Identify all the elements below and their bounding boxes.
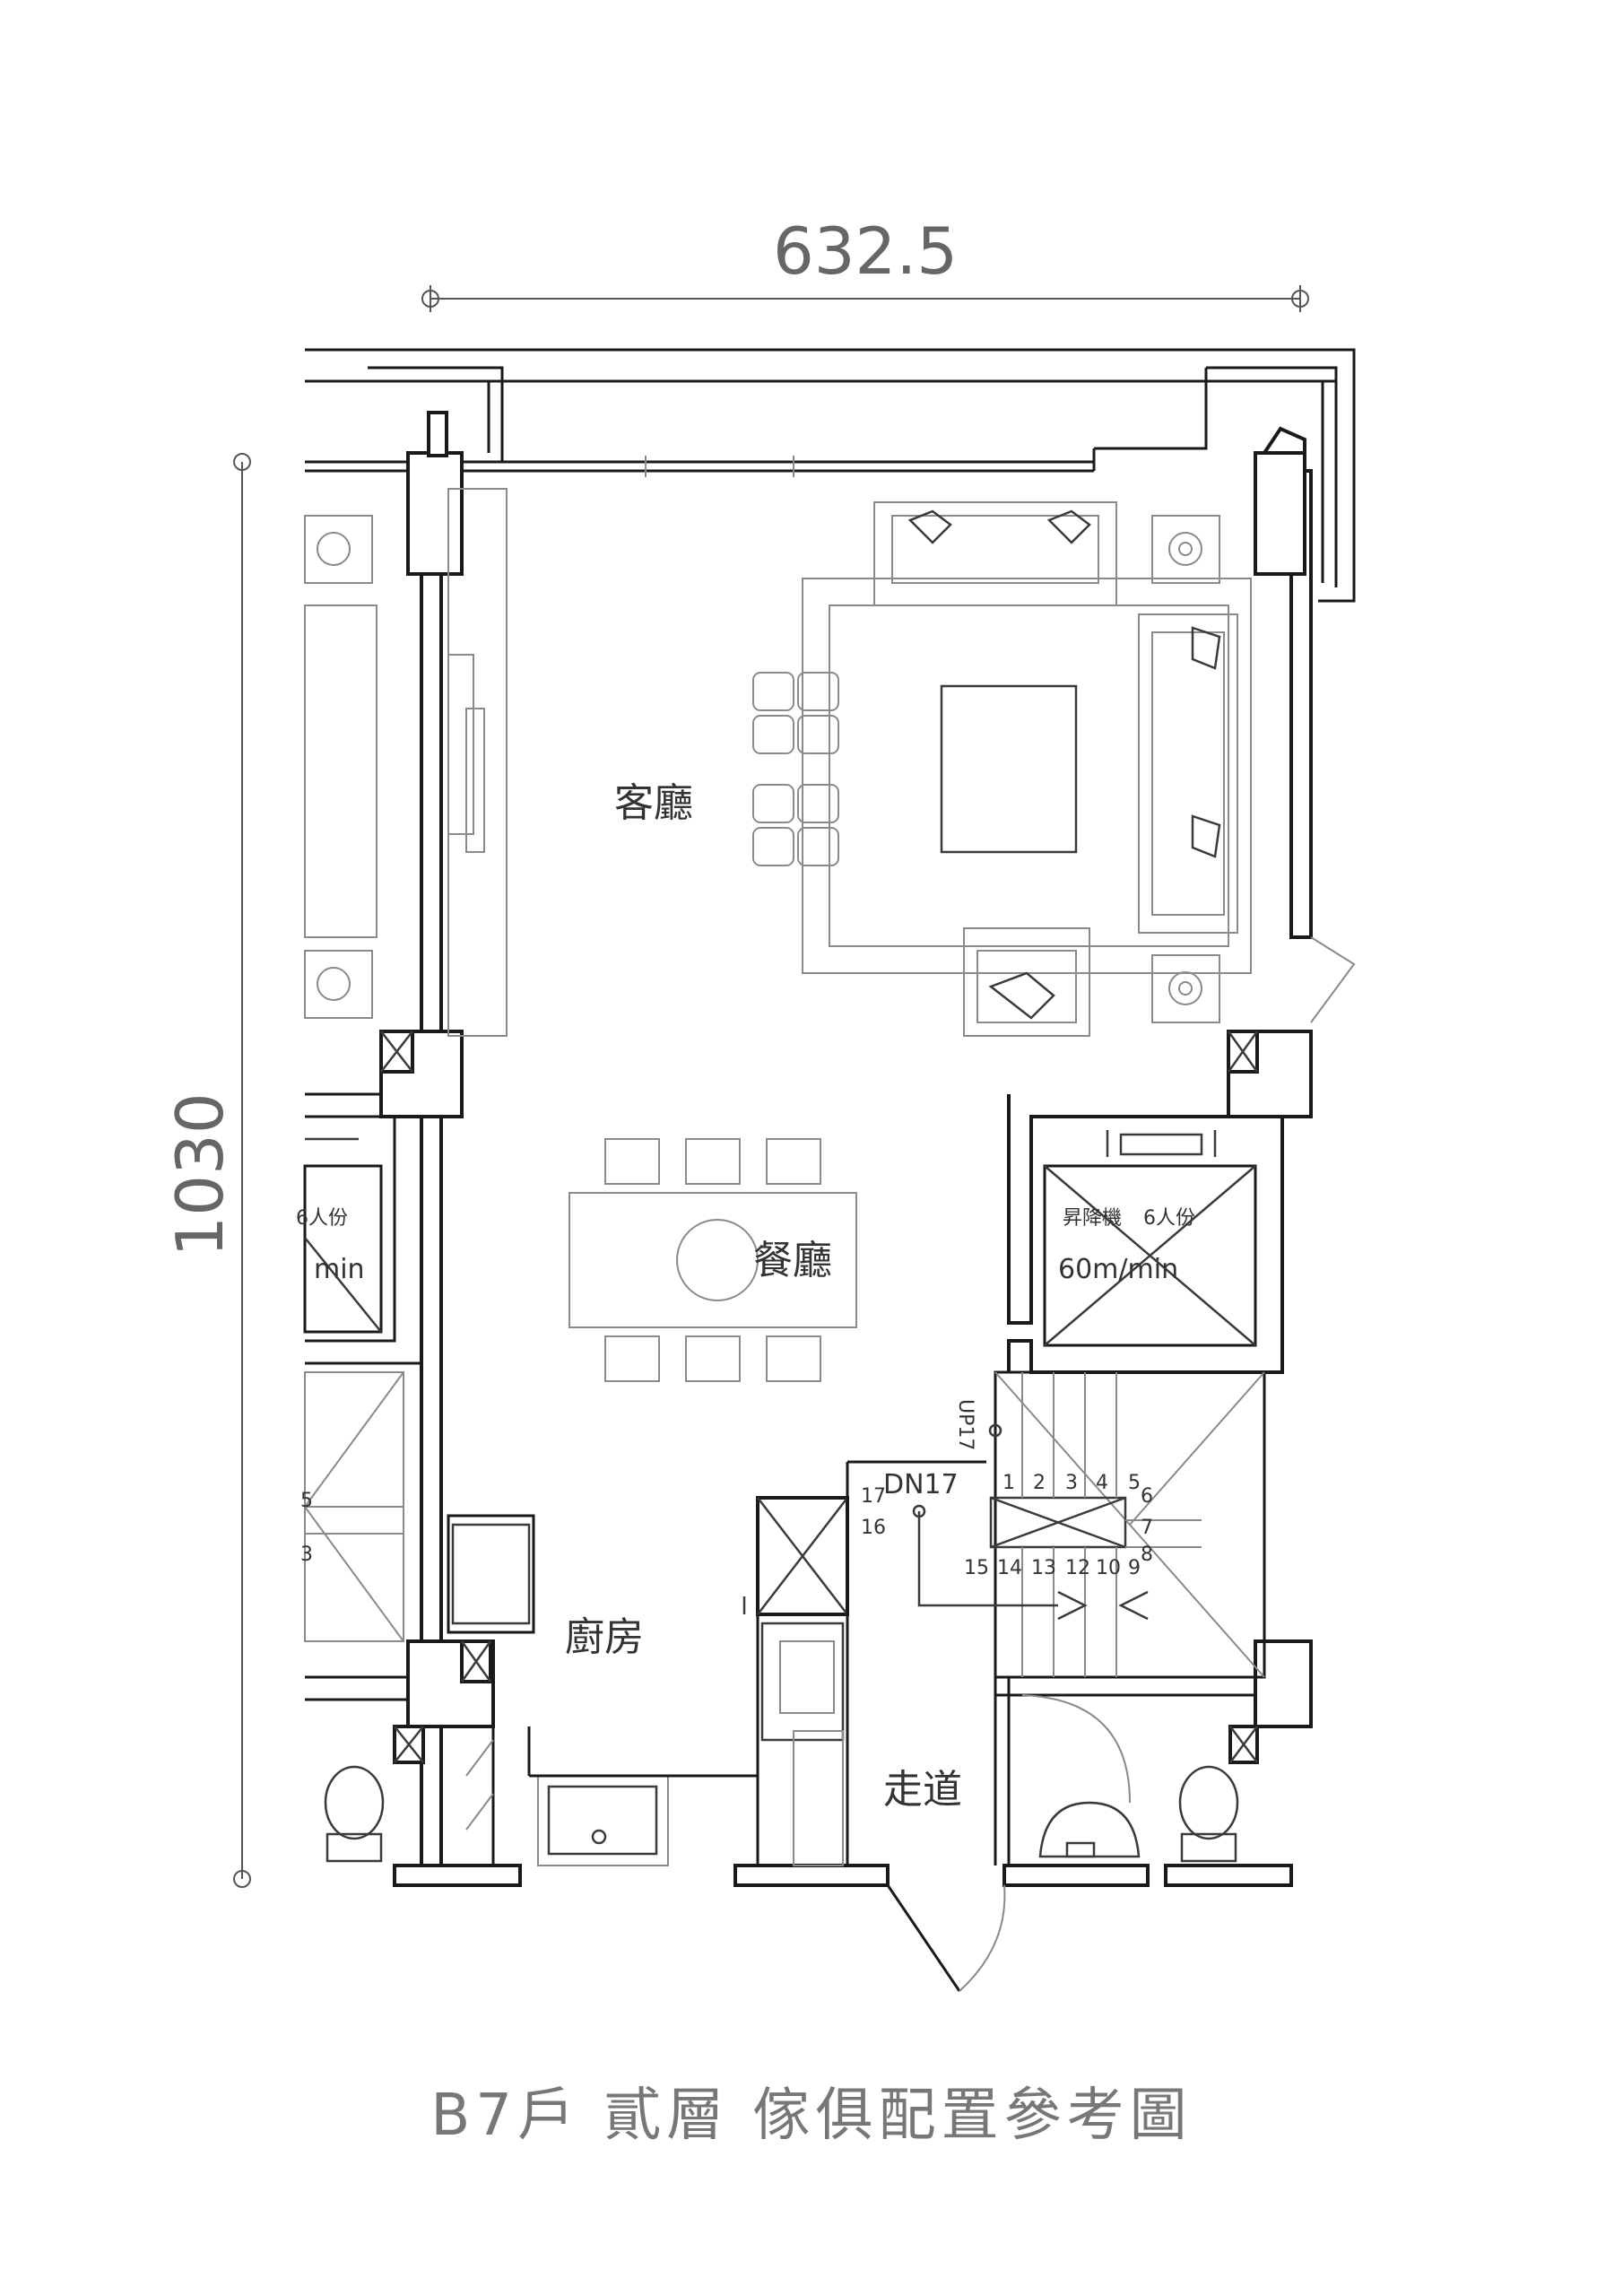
width-dimension-label: 632.5 [773,213,958,289]
stair-step-numbers-bottom: 15 14 13 12 10 9 [964,1557,1141,1579]
living-room-furniture [304,488,1356,1037]
elevator-speed: 60m/min [1058,1254,1178,1285]
stairs-up-label: UP17 [954,1399,976,1450]
left-elevator-capacity: 6人份 [296,1207,348,1230]
stair-step-number: 15 [964,1557,989,1579]
stair-step-number: 6 [1141,1485,1153,1508]
living-room-label: 客廳 [614,780,693,826]
left-stair-step-number: 3 [300,1544,313,1566]
walls [305,411,1313,1887]
height-dimension-label: 1030 [162,1092,238,1257]
kitchen-label: 廚房 [565,1614,644,1660]
left-partial-stairs: 5 3 [300,1371,404,1642]
stair-step-number: 2 [1033,1472,1046,1494]
stair-step-number: 7 [1141,1517,1153,1539]
left-partial-elevator: 6人份 min [296,1137,383,1334]
stair-step-number: 13 [1031,1557,1056,1579]
left-stair-step-number: 5 [300,1490,313,1512]
height-dimension: 1030 [162,453,251,1888]
stair-step-numbers-right: 6 7 8 [1141,1485,1153,1566]
stair-step-number: 9 [1128,1557,1141,1579]
stair-step-number: 4 [1096,1472,1108,1494]
kitchen-furniture [447,1514,845,1866]
dining-furniture [568,1138,857,1382]
stair-step-number: 14 [997,1557,1022,1579]
staircase: UP17 DN17 17 16 1 2 3 4 5 6 7 8 15 14 13… [861,1370,1266,1679]
width-dimension: 632.5 [421,213,1309,312]
stair-step-number: 10 [1096,1557,1121,1579]
stair-step-numbers-top: 1 2 3 4 5 [1002,1472,1141,1494]
elevator-capacity: 6人份 [1143,1207,1195,1230]
stair-step-number: 1 [1002,1472,1015,1494]
bathroom-fixtures [324,1694,1239,1863]
stairs-down-label: DN17 [883,1469,959,1500]
stair-step-number: 8 [1141,1544,1153,1566]
corridor-label: 走道 [883,1767,962,1813]
elevator: 昇降機 6人份 60m/min [1043,1130,1257,1347]
plan-title: B7戶 貳層 傢俱配置參考圖 [430,2083,1192,2149]
stair-step-number: 5 [1128,1472,1141,1494]
left-elevator-speed: min [314,1254,365,1285]
structural-marks [379,1030,1259,1764]
stair-step-17: 17 [861,1485,886,1508]
entrance-door [886,1884,1006,1992]
dining-room-label: 餐廳 [753,1238,832,1283]
stair-step-number: 3 [1065,1472,1078,1494]
stair-step-16: 16 [861,1517,886,1539]
elevator-label: 昇降機 [1063,1207,1122,1230]
stair-step-number: 12 [1065,1557,1090,1579]
